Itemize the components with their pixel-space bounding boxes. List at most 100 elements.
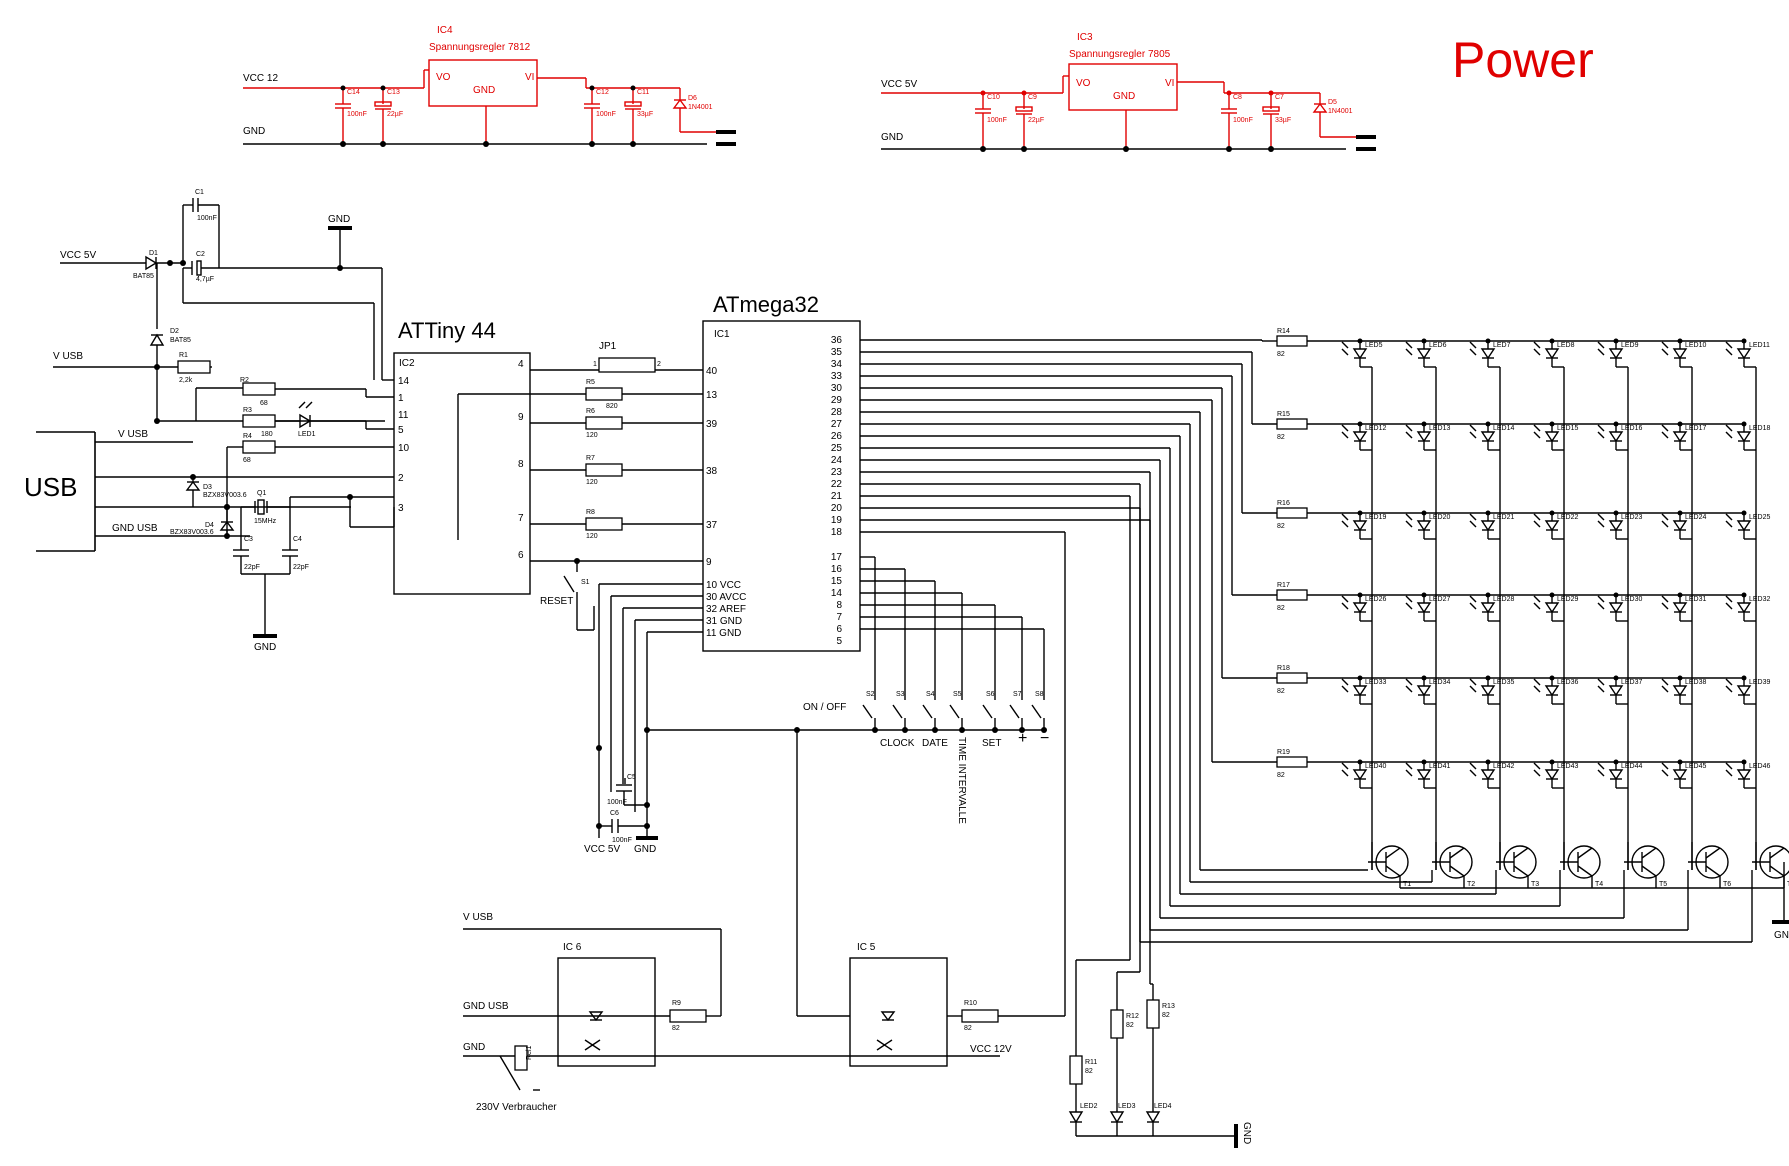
- attiny-pin-7: 7: [518, 513, 524, 524]
- junction-dot: [1019, 727, 1025, 733]
- c5-label: C5: [627, 774, 636, 781]
- led1-label: LED1: [298, 431, 316, 438]
- matrix-led-label: LED35: [1493, 679, 1515, 686]
- r8-value: 120: [586, 533, 598, 540]
- net-label-gndusb-2: GND USB: [463, 1001, 509, 1012]
- junction-dot: [1421, 592, 1427, 598]
- matrix-resistor-15: [1276, 418, 1308, 430]
- matrix-led: [1352, 520, 1368, 532]
- matrix-led: [1416, 685, 1432, 697]
- junction-dot: [1741, 759, 1747, 765]
- matrix-led: [1608, 602, 1624, 614]
- junction-dot: [1421, 338, 1427, 344]
- time-intervalle-label: TIME INTERVALLE: [956, 737, 967, 824]
- matrix-led: [1416, 348, 1432, 360]
- c8-capacitor: C8 100nF: [1221, 93, 1253, 149]
- matrix-led-label: LED38: [1685, 679, 1707, 686]
- transistor-label: T2: [1467, 881, 1475, 888]
- junction-dot: [1421, 421, 1427, 427]
- matrix-resistor-value: 82: [1277, 688, 1285, 695]
- attiny-atmega-links: IC1 JP1 1 2 R5 820 R6 120 R7 120 R8 120 …: [457, 341, 703, 631]
- onoff-label: ON / OFF: [803, 702, 846, 713]
- r12-value: 82: [1126, 1022, 1134, 1029]
- atmega-pin-32: 32 AREF: [706, 604, 746, 615]
- junction-dot: [1613, 675, 1619, 681]
- transistor-label: T5: [1659, 881, 1667, 888]
- matrix-led: [1736, 685, 1752, 697]
- matrix-led-label: LED16: [1621, 425, 1643, 432]
- matrix-led-label: LED12: [1365, 425, 1387, 432]
- ic4-label: IC4: [437, 25, 453, 36]
- r12-label: R12: [1126, 1013, 1139, 1020]
- matrix-resistor-value: 82: [1277, 523, 1285, 530]
- matrix-led-label: LED10: [1685, 342, 1707, 349]
- matrix-resistor-17: [1276, 589, 1308, 601]
- atmega-pin-22: 22: [831, 479, 843, 490]
- junction-dot: [1677, 338, 1683, 344]
- matrix-led-label: LED17: [1685, 425, 1707, 432]
- junction-dot: [1613, 510, 1619, 516]
- attiny-pin-9: 9: [518, 412, 524, 423]
- junction-dot: [902, 727, 908, 733]
- junction-dot: [1741, 592, 1747, 598]
- c9-value: 22µF: [1028, 117, 1044, 124]
- attiny-pin-8: 8: [518, 459, 524, 470]
- c6-value: 100nF: [612, 837, 632, 844]
- junction-dot: [1741, 338, 1747, 344]
- r7-label: R7: [586, 455, 595, 462]
- ic1-label: IC1: [714, 329, 730, 340]
- reg-vo-label: VO: [436, 72, 451, 83]
- c9-label: C9: [1028, 94, 1037, 101]
- matrix-resistor-16: [1276, 507, 1308, 519]
- r1-value: 2,2k: [179, 377, 193, 384]
- net-label-vcc5-power: VCC 5V: [881, 79, 917, 90]
- reg7812-label: Spannungsregler 7812: [429, 42, 531, 53]
- atmega-right-pins: 3635343330292827262524232221201918171615…: [831, 335, 843, 647]
- matrix-led: [1416, 431, 1432, 443]
- d1-value: BAT85: [133, 273, 154, 280]
- matrix-led-label: LED15: [1557, 425, 1579, 432]
- r6-label: R6: [586, 408, 595, 415]
- jp1-pin1: 1: [593, 361, 597, 368]
- atmega-supply: C5 100nF C6 100nF VCC 5V GND: [584, 583, 703, 855]
- atmega-pin-31: 31 GND: [706, 616, 742, 627]
- usb-vusb-label: V USB: [118, 429, 148, 440]
- matrix-led: [1672, 685, 1688, 697]
- reg-vi-label-2: VI: [1165, 78, 1174, 89]
- attiny-pin-4: 4: [518, 359, 524, 370]
- matrix-led: [1736, 348, 1752, 360]
- c6-label: C6: [610, 810, 619, 817]
- junction-dot: [1549, 338, 1555, 344]
- d6-diode: D6 1N4001: [672, 88, 716, 133]
- d6-value: 1N4001: [688, 104, 713, 111]
- atmega-pin-7: 7: [836, 612, 842, 623]
- matrix-led-label: LED27: [1429, 596, 1451, 603]
- matrix-led: [1352, 769, 1368, 781]
- matrix-led-label: LED44: [1621, 763, 1643, 770]
- c2-label: C2: [196, 251, 205, 258]
- d4-value: BZX83V003.6: [170, 529, 214, 536]
- reg-gnd-label-2: GND: [1113, 91, 1135, 102]
- ic2-label: IC2: [399, 358, 415, 369]
- matrix-led-label: LED7: [1493, 342, 1511, 349]
- matrix-led-label: LED39: [1749, 679, 1771, 686]
- attiny-pin-5: 5: [398, 425, 404, 436]
- attiny-pin-2: 2: [398, 473, 404, 484]
- c4-label: C4: [293, 536, 302, 543]
- matrix-led: [1672, 520, 1688, 532]
- switch-label: S2: [866, 691, 875, 698]
- clock-label: CLOCK: [880, 738, 915, 749]
- c7-capacitor: C7 33µF: [1262, 93, 1291, 149]
- junction-dot: [1549, 510, 1555, 516]
- matrix-led-label: LED13: [1429, 425, 1451, 432]
- junction-dot: [1677, 675, 1683, 681]
- atmega-bus-wires: [860, 339, 1753, 1056]
- c10-label: C10: [987, 94, 1000, 101]
- attiny-pin-1: 1: [398, 393, 404, 404]
- r5-value: 820: [606, 403, 618, 410]
- r4-value: 68: [243, 457, 251, 464]
- status-leds: R11 82 R12 82 R13 82 LED2 LED3 LED4 GND: [1068, 999, 1252, 1148]
